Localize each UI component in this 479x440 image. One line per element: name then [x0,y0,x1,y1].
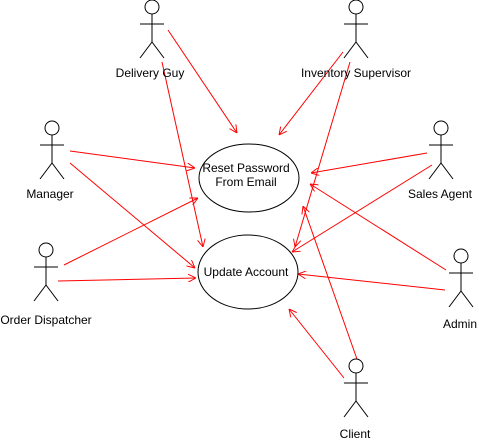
association-delivery-guy-update-account [161,61,203,247]
stick-figure-icon [448,248,474,308]
association-lines [57,29,447,379]
use-case-update-account[interactable]: Update Account [197,234,299,310]
actor-inventory-supervisor[interactable]: Inventory Supervisor [301,0,411,80]
association-manager-update-account [69,162,195,268]
actor-manager[interactable]: Manager [26,120,74,201]
actor-delivery-guy[interactable]: Delivery Guy [116,0,185,80]
stick-figure-icon [33,242,59,302]
actor-inventory-supervisor-label: Inventory Supervisor [301,66,411,80]
use-case-reset-password-label-line2: From Email [215,175,276,189]
stick-figure-icon [428,120,454,180]
association-admin-reset-password [310,184,447,271]
stick-figure-icon [139,0,165,59]
association-sales-agent-reset-password [311,152,428,173]
association-manager-reset-password [69,150,195,168]
actor-order-dispatcher[interactable]: Order Dispatcher [0,242,92,327]
association-inventory-supervisor-update-account [295,61,351,247]
stick-figure-icon [343,0,369,59]
association-inventory-supervisor-reset-password [279,51,344,135]
actor-admin-label: Admin [443,317,477,331]
association-client-reset-password [303,206,359,363]
actor-delivery-guy-label: Delivery Guy [116,66,185,80]
actor-manager-label: Manager [26,187,73,201]
use-case-reset-password[interactable]: Reset Password From Email [198,143,300,213]
stick-figure-icon [39,120,65,180]
use-case-reset-password-label-line1: Reset Password [202,161,289,175]
actor-client-label: Client [340,427,371,440]
association-delivery-guy-reset-password [167,29,237,133]
stick-figure-icon [343,358,369,418]
association-order-dispatcher-reset-password [63,198,198,266]
actor-admin[interactable]: Admin [443,248,477,331]
association-admin-update-account [298,274,446,291]
actor-order-dispatcher-label: Order Dispatcher [0,313,91,327]
actor-sales-agent-label: Sales Agent [408,187,473,201]
association-sales-agent-update-account [292,164,433,252]
association-order-dispatcher-update-account [57,278,196,281]
use-case-reset-password-ellipse [198,143,300,213]
use-case-update-account-label: Update Account [204,265,289,279]
association-client-update-account [289,309,345,379]
use-case-update-account-ellipse [197,234,299,310]
actor-client[interactable]: Client [340,358,371,440]
actor-sales-agent[interactable]: Sales Agent [408,120,473,201]
